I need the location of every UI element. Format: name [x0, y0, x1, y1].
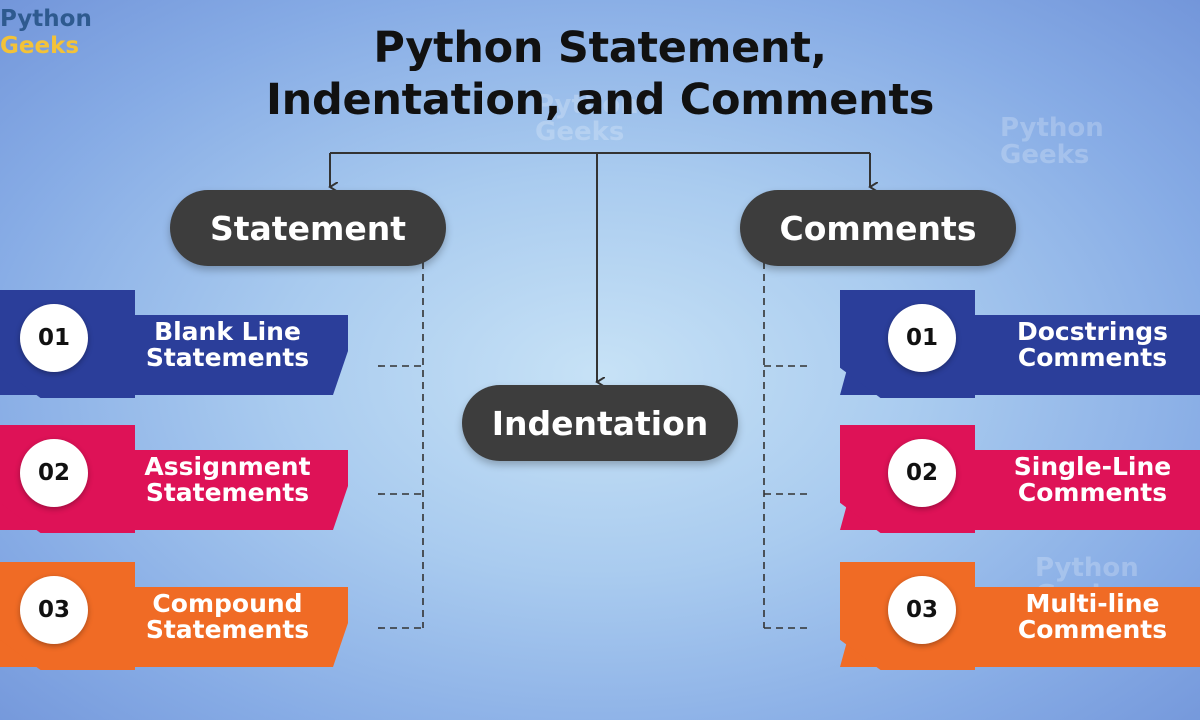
page-title: Python Statement, Indentation, and Comme…: [150, 22, 1050, 126]
item-number-badge: 02: [20, 439, 88, 507]
item-number-badge: 03: [20, 576, 88, 644]
logo-line-2: Geeks: [0, 33, 80, 59]
logo-line-1: Python: [0, 6, 92, 32]
python-geeks-logo: Python Geeks: [0, 6, 92, 60]
comments-node: Comments: [740, 190, 1016, 266]
item-number-badge: 03: [888, 576, 956, 644]
item-number-badge: 01: [888, 304, 956, 372]
statement-node: Statement: [170, 190, 446, 266]
item-number-badge: 01: [20, 304, 88, 372]
indentation-node: Indentation: [462, 385, 738, 461]
title-line-2: Indentation, and Comments: [265, 75, 934, 125]
item-number-badge: 02: [888, 439, 956, 507]
title-line-1: Python Statement,: [373, 23, 827, 73]
